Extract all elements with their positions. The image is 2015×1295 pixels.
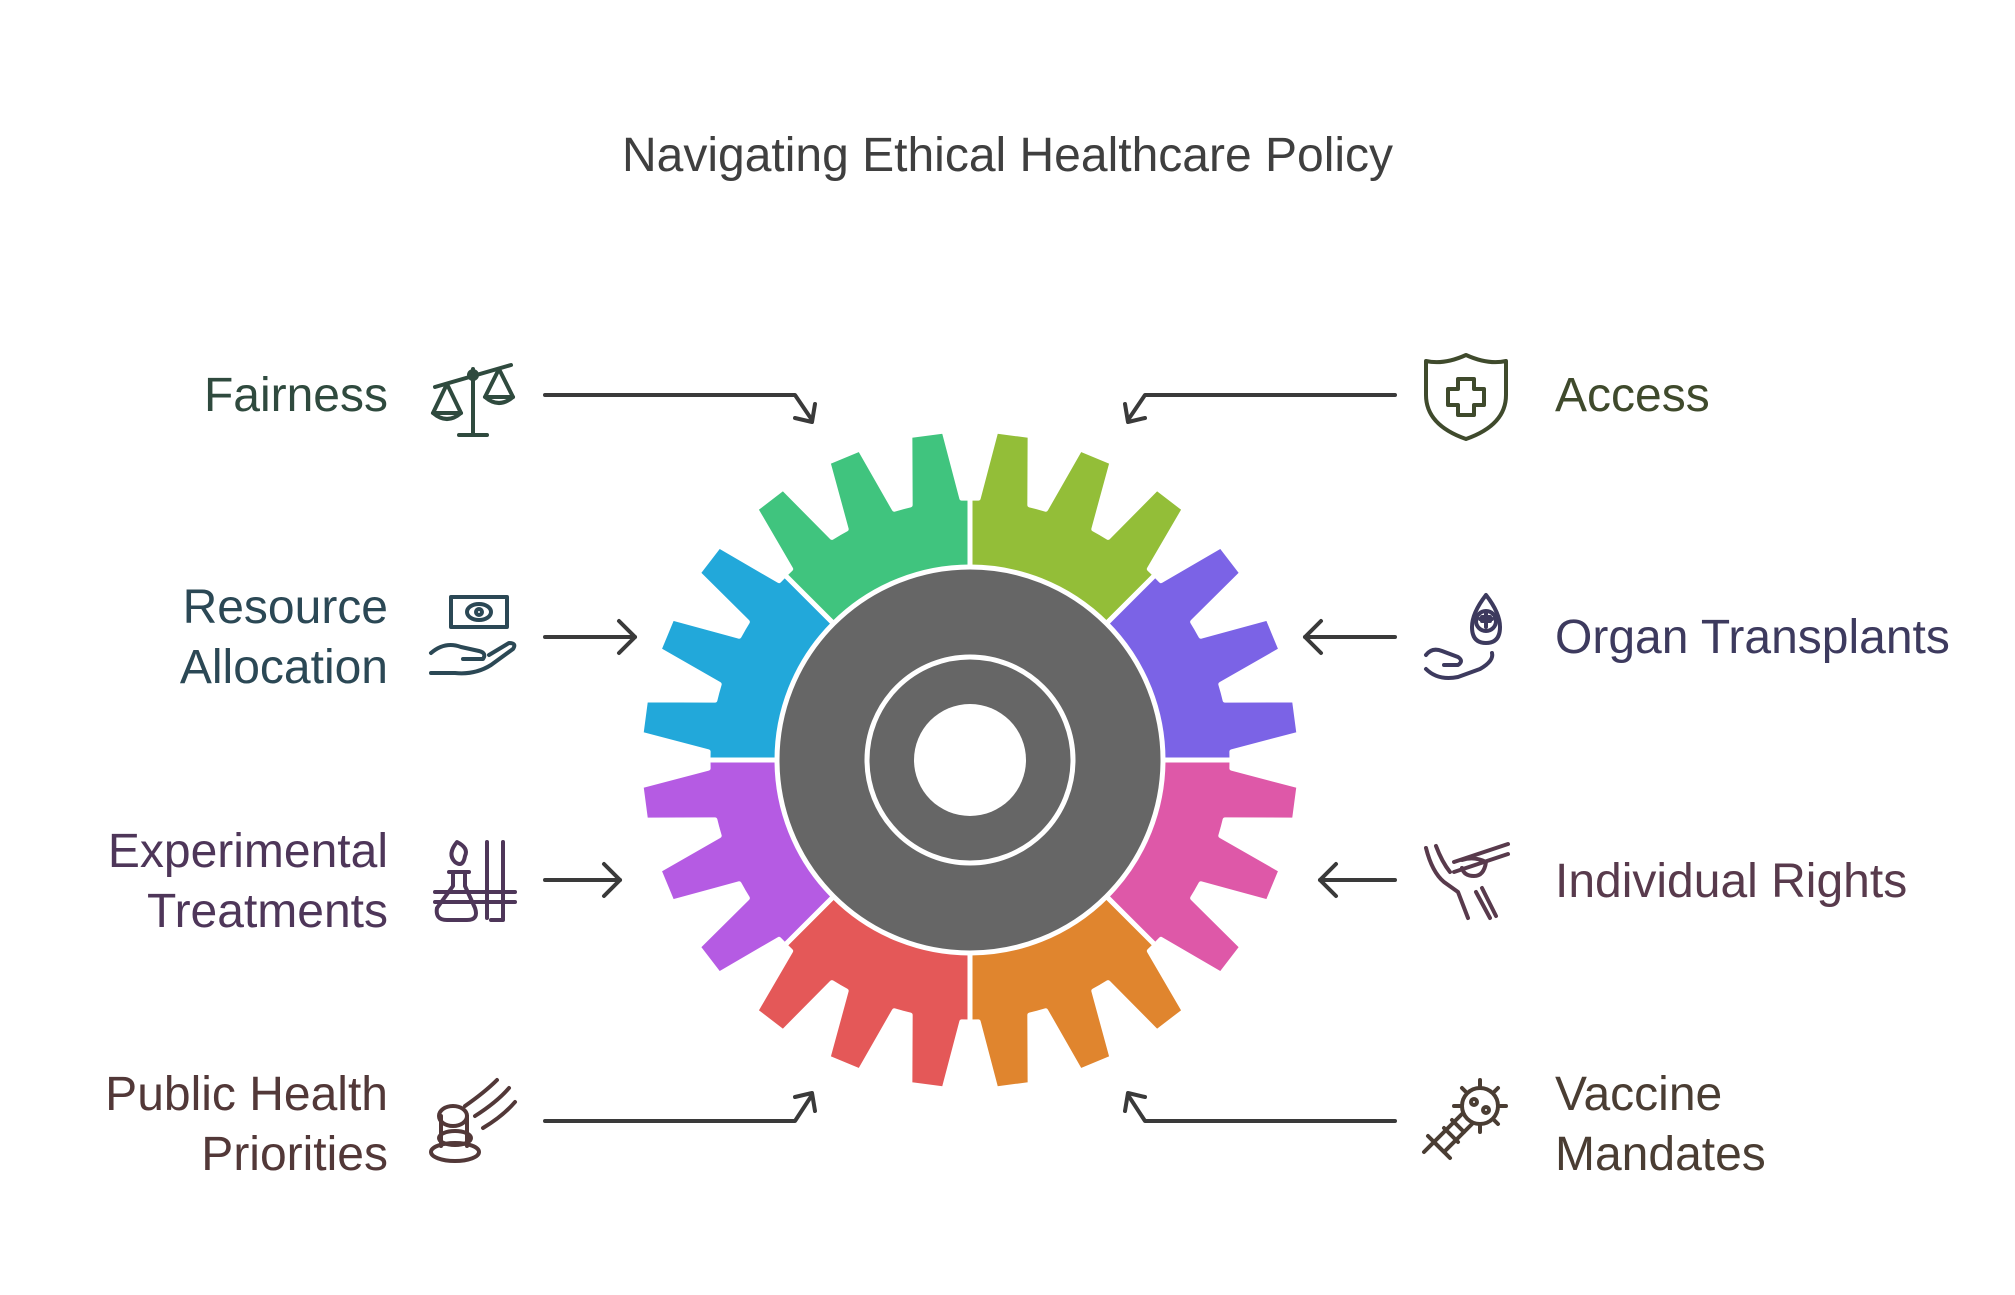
arrow-organ-transplants bbox=[1303, 619, 1397, 655]
label-line: Public Health bbox=[105, 1068, 388, 1121]
label-line: Fairness bbox=[203, 369, 388, 422]
label-line: Experimental bbox=[107, 825, 388, 878]
scales-icon bbox=[425, 349, 521, 445]
arrow-public-health bbox=[543, 1091, 817, 1123]
label-line: Allocation bbox=[179, 641, 388, 694]
label-line: Mandates bbox=[1555, 1128, 1766, 1181]
arrow-experimental-treatments bbox=[543, 862, 622, 898]
arrow-individual-rights bbox=[1318, 862, 1397, 898]
syringe-virus-icon bbox=[1418, 1072, 1514, 1168]
label-line: Priorities bbox=[201, 1128, 388, 1181]
label-line: Treatments bbox=[147, 885, 388, 938]
label-vaccine-mandates: Vaccine Mandates bbox=[1555, 1065, 1766, 1185]
shield-cross-icon bbox=[1418, 349, 1514, 445]
label-fairness: Fairness bbox=[204, 366, 388, 426]
gear-center-hole bbox=[914, 704, 1026, 816]
health-target-icon bbox=[425, 1072, 521, 1168]
gear-inner-ring bbox=[864, 654, 1076, 866]
label-individual-rights: Individual Rights bbox=[1555, 852, 1907, 912]
label-line: Individual Rights bbox=[1555, 855, 1908, 908]
label-access: Access bbox=[1555, 366, 1710, 426]
label-experimental-treatments: Experimental Treatments bbox=[108, 822, 388, 942]
arrow-vaccine-mandates bbox=[1123, 1091, 1397, 1123]
label-resource-allocation: Resource Allocation bbox=[180, 578, 388, 698]
label-line: Vaccine bbox=[1555, 1068, 1723, 1121]
arrow-fairness bbox=[543, 393, 817, 424]
diagram-title: Navigating Ethical Healthcare Policy bbox=[621, 129, 1394, 182]
arrow-resource-allocation bbox=[543, 619, 637, 655]
raised-hand-icon bbox=[1418, 832, 1514, 928]
label-public-health-priorities: Public Health Priorities bbox=[105, 1065, 388, 1185]
hand-drop-icon bbox=[1418, 589, 1514, 685]
arrow-access bbox=[1123, 393, 1397, 424]
label-line: Access bbox=[1555, 369, 1710, 422]
label-line: Resource bbox=[182, 581, 388, 634]
money-hand-icon bbox=[425, 589, 521, 685]
label-organ-transplants: Organ Transplants bbox=[1555, 608, 1950, 668]
lab-flask-icon bbox=[425, 832, 521, 928]
label-line: Organ Transplants bbox=[1555, 611, 1950, 664]
